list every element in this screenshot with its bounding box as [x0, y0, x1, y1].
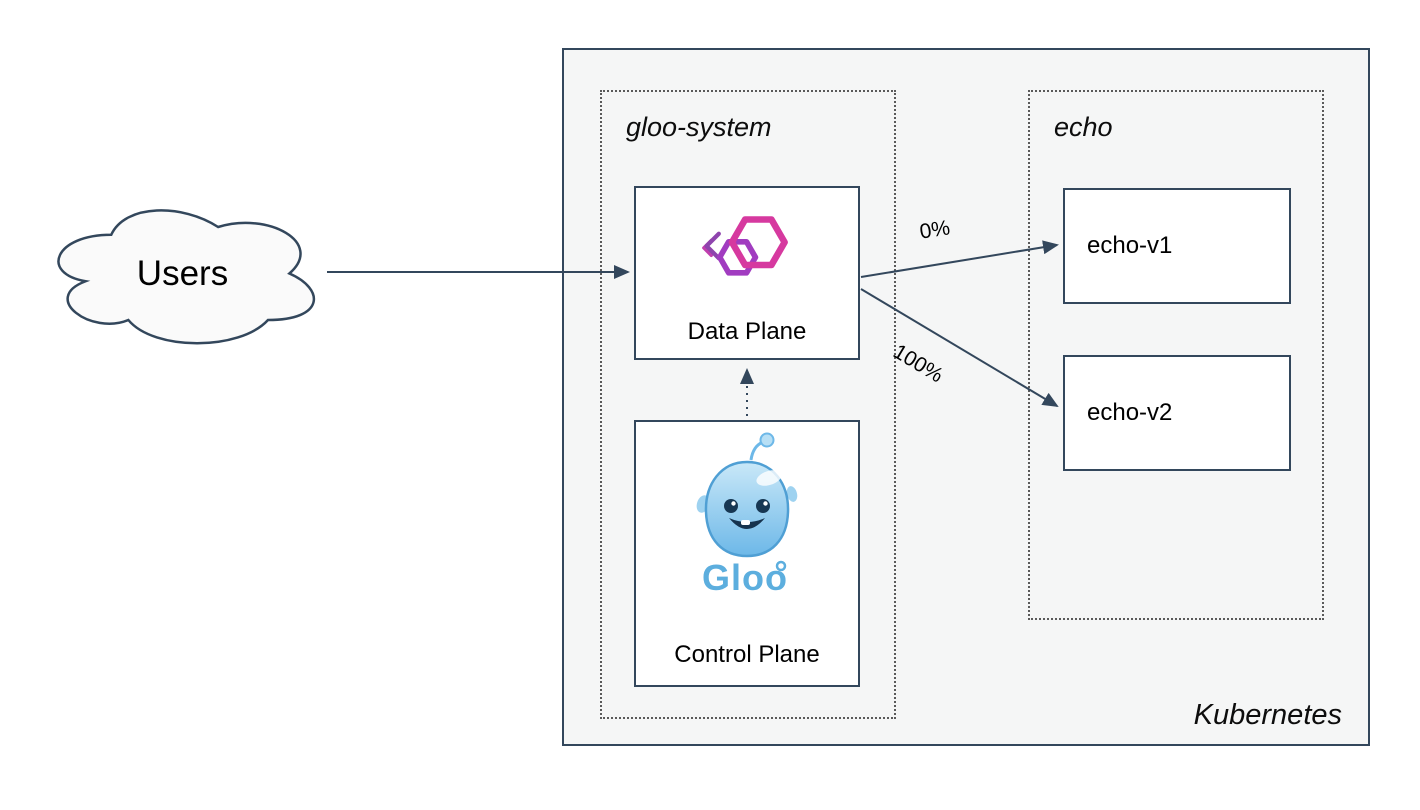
namespace-echo-label: echo	[1054, 112, 1113, 142]
echo-v2-label: echo-v2	[1087, 399, 1173, 426]
gloo-mascot-icon: Gloo	[696, 432, 798, 598]
node-echo-v2: echo-v2	[1063, 355, 1291, 471]
edge-weight-echo-v1: 0%	[918, 216, 952, 244]
node-control-plane: Gloo Control Plane	[634, 420, 860, 687]
namespace-gloo-system-label: gloo-system	[626, 112, 772, 142]
control-plane-label: Control Plane	[674, 641, 820, 668]
node-echo-v1: echo-v1	[1063, 188, 1291, 304]
kubernetes-label: Kubernetes	[1193, 699, 1342, 731]
gloo-proxy-icon	[702, 216, 788, 276]
gloo-wordmark: Gloo	[702, 557, 788, 598]
users-label: Users	[136, 253, 229, 293]
users-cloud-icon	[57, 209, 316, 345]
data-plane-label: Data Plane	[687, 318, 807, 345]
echo-v1-label: echo-v1	[1087, 232, 1173, 259]
users-cloud: Users	[40, 196, 325, 351]
node-data-plane: Data Plane	[634, 186, 860, 360]
